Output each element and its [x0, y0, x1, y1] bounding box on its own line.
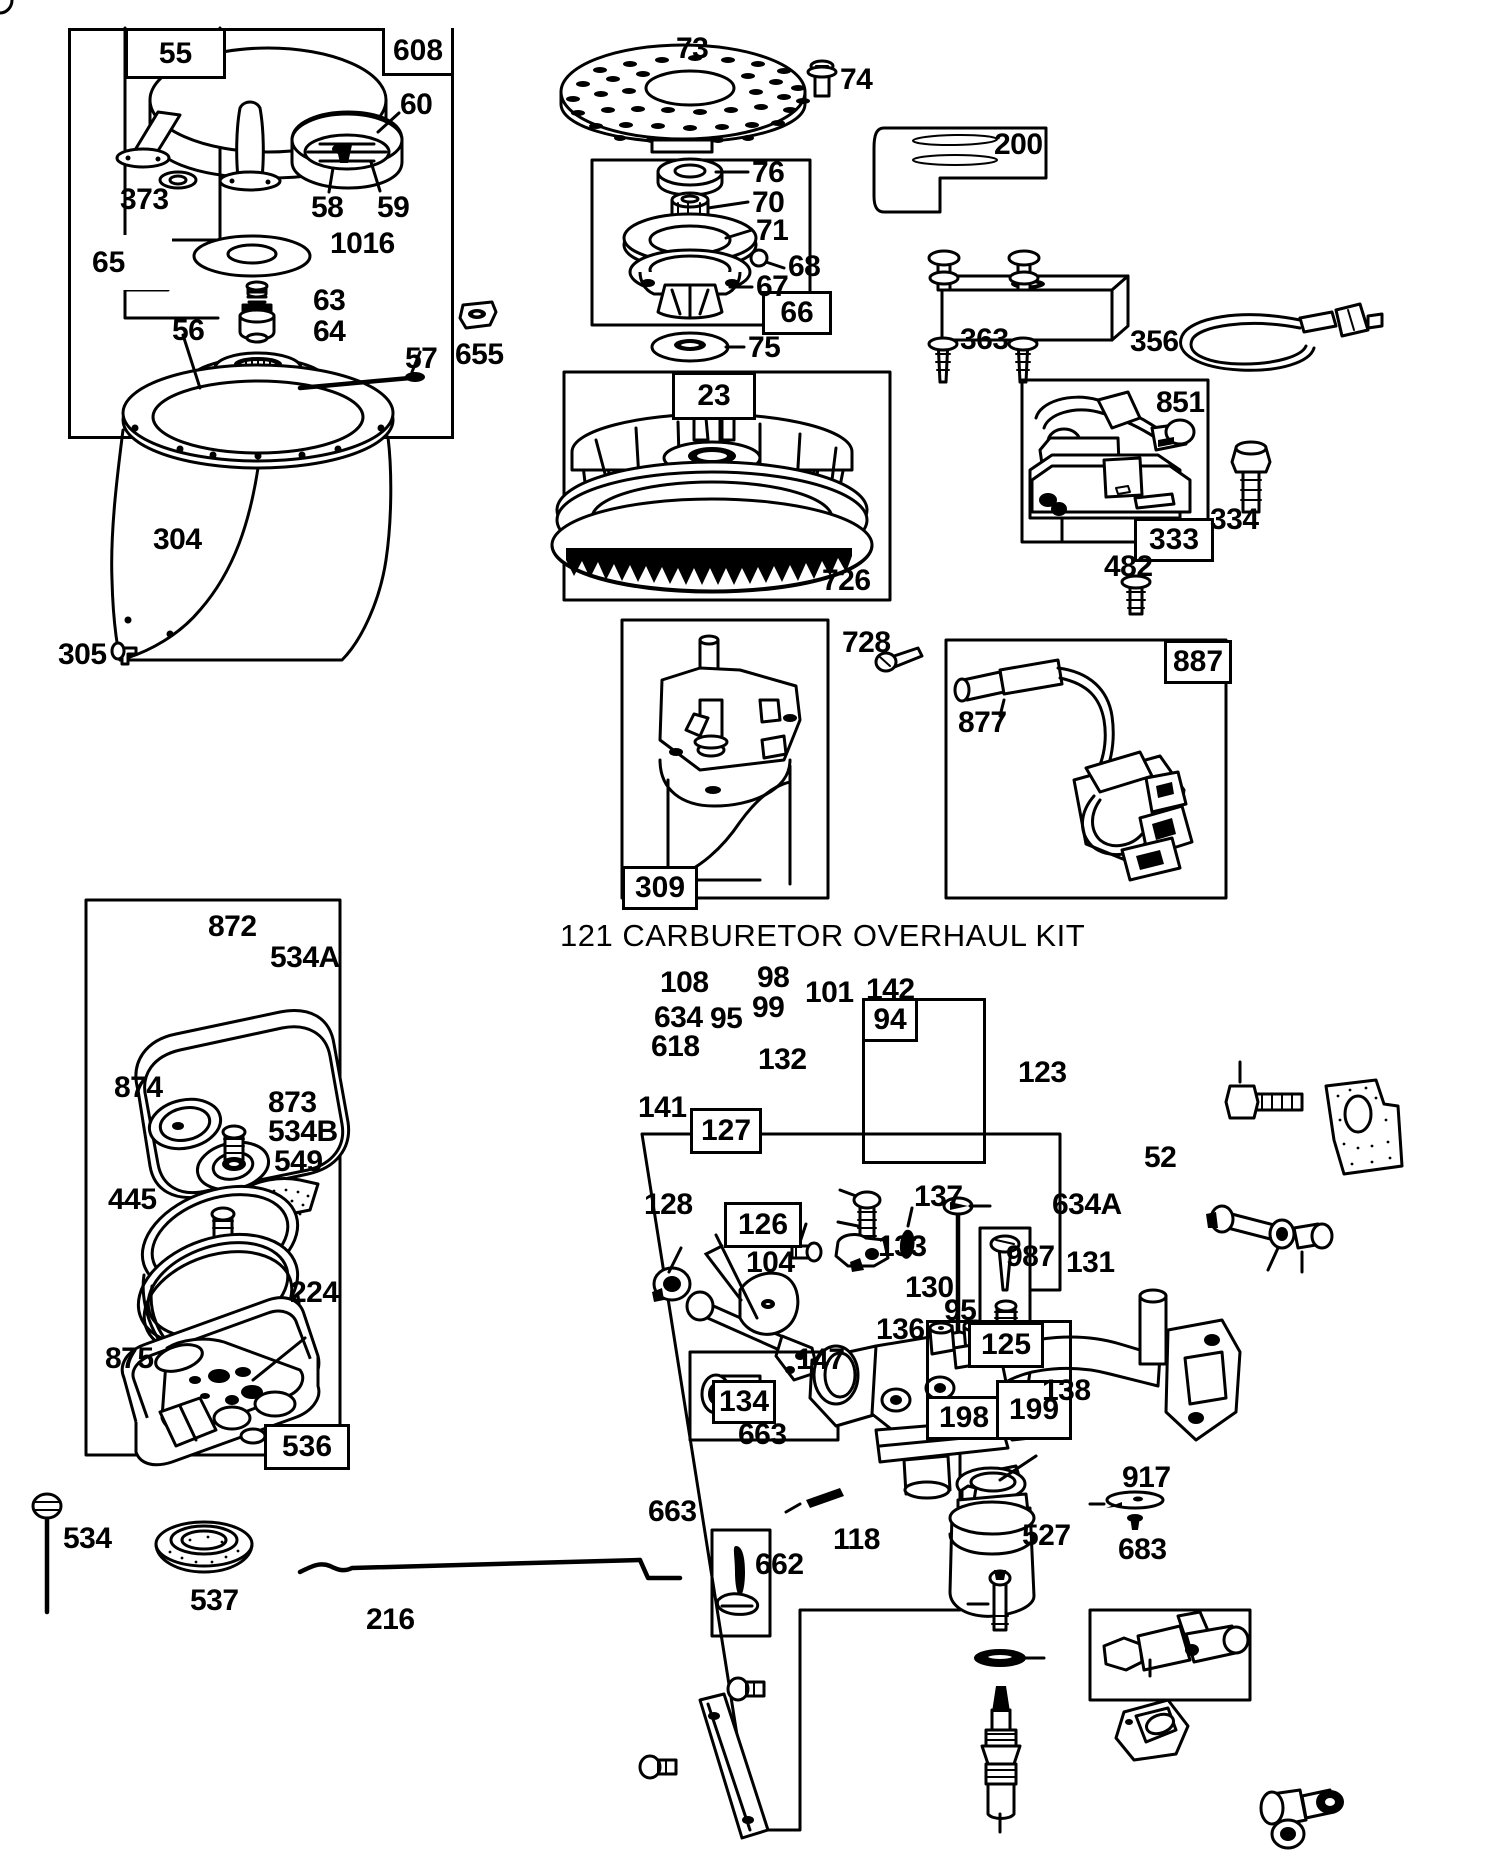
group-label-125: 125 — [968, 1322, 1044, 1368]
callout-662: 662 — [755, 1548, 804, 1581]
callout-1016: 1016 — [330, 227, 395, 260]
callout-534B: 534B — [268, 1115, 338, 1148]
callout-73: 73 — [676, 32, 709, 65]
callout-549: 549 — [274, 1145, 323, 1178]
callout-128: 128 — [644, 1188, 693, 1221]
group-label-127: 127 — [690, 1108, 762, 1154]
callout-618: 618 — [651, 1030, 700, 1063]
callout-95b: 95 — [944, 1294, 977, 1327]
callout-118: 118 — [833, 1523, 880, 1556]
callout-64: 64 — [313, 315, 346, 348]
section-title: 121 CARBURETOR OVERHAUL KIT — [560, 918, 1086, 953]
callout-683: 683 — [1118, 1533, 1167, 1566]
callout-70: 70 — [752, 186, 785, 219]
group-label-65: 65 — [88, 235, 172, 290]
group-label-94b: 94 — [862, 998, 918, 1042]
callout-872: 872 — [208, 910, 257, 943]
callout-74: 74 — [840, 63, 873, 96]
callout-634A: 634A — [1052, 1188, 1122, 1221]
callout-133: 133 — [878, 1230, 927, 1263]
callout-663b: 663 — [648, 1495, 697, 1528]
group-label-536: 536 — [264, 1424, 350, 1470]
callout-99: 99 — [752, 991, 785, 1024]
callout-67: 67 — [756, 270, 789, 303]
callout-141: 141 — [638, 1091, 687, 1124]
callout-104: 104 — [746, 1246, 795, 1279]
callout-373: 373 — [120, 183, 169, 216]
callout-537: 537 — [190, 1584, 239, 1617]
callout-877: 877 — [958, 706, 1007, 739]
callout-634: 634 — [654, 1001, 703, 1034]
callout-56: 56 — [172, 314, 205, 347]
callout-71: 71 — [756, 214, 789, 247]
callout-142: 142 — [866, 973, 915, 1006]
group-label-126: 126 — [724, 1202, 802, 1248]
callout-874: 874 — [114, 1071, 163, 1104]
callout-123: 123 — [1018, 1056, 1067, 1089]
group-label-333b: 333 — [1134, 518, 1214, 562]
callout-200: 200 — [994, 128, 1043, 161]
callout-57: 57 — [405, 342, 438, 375]
callout-136: 136 — [876, 1313, 925, 1346]
callout-917: 917 — [1122, 1461, 1171, 1494]
callout-147: 147 — [796, 1343, 845, 1376]
group-box-94 — [862, 998, 986, 1164]
callout-98: 98 — [757, 961, 790, 994]
callout-224: 224 — [290, 1276, 339, 1309]
callout-108: 108 — [660, 966, 709, 999]
callout-534: 534 — [63, 1522, 112, 1555]
callout-534A: 534A — [270, 941, 340, 974]
group-label-134: 134 — [712, 1380, 776, 1424]
callout-728: 728 — [842, 626, 891, 659]
callout-63: 63 — [313, 284, 346, 317]
callout-131: 131 — [1066, 1246, 1115, 1279]
callout-655: 655 — [455, 338, 504, 371]
group-label-198b: 198 — [926, 1396, 1002, 1440]
group-label-55: 55 — [125, 28, 226, 79]
callout-482: 482 — [1104, 550, 1153, 583]
callout-663a: 663 — [738, 1418, 787, 1451]
callout-58: 58 — [311, 191, 344, 224]
callout-356: 356 — [1130, 325, 1179, 358]
group-label-608: 608 — [382, 28, 451, 76]
group-label-887: 887 — [1164, 640, 1232, 684]
callout-130: 130 — [905, 1271, 954, 1304]
group-label-199b: 199 — [996, 1380, 1072, 1440]
callout-445: 445 — [108, 1183, 157, 1216]
callout-137: 137 — [914, 1180, 963, 1213]
callout-527: 527 — [1022, 1519, 1071, 1552]
callout-95a: 95 — [710, 1002, 743, 1035]
callout-334: 334 — [1210, 503, 1259, 536]
callout-726: 726 — [822, 564, 871, 597]
callout-875: 875 — [105, 1342, 154, 1375]
callout-101: 101 — [805, 976, 854, 1009]
callout-216: 216 — [366, 1603, 415, 1636]
group-label-66: 66 — [762, 291, 832, 335]
callout-132: 132 — [758, 1043, 807, 1076]
callout-851: 851 — [1156, 386, 1205, 419]
callout-60: 60 — [400, 88, 433, 121]
callout-52: 52 — [1144, 1141, 1177, 1174]
group-label-309: 309 — [622, 866, 698, 910]
callout-363: 363 — [960, 323, 1009, 356]
callout-987: 987 — [1006, 1240, 1055, 1273]
callout-75: 75 — [748, 331, 781, 364]
callout-305: 305 — [58, 638, 107, 671]
callout-68: 68 — [788, 250, 821, 283]
callout-138: 138 — [1042, 1374, 1091, 1407]
callout-304: 304 — [153, 523, 202, 556]
callout-59: 59 — [377, 191, 410, 224]
group-label-23: 23 — [672, 372, 756, 420]
callout-76: 76 — [752, 156, 785, 189]
callout-873: 873 — [268, 1086, 317, 1119]
